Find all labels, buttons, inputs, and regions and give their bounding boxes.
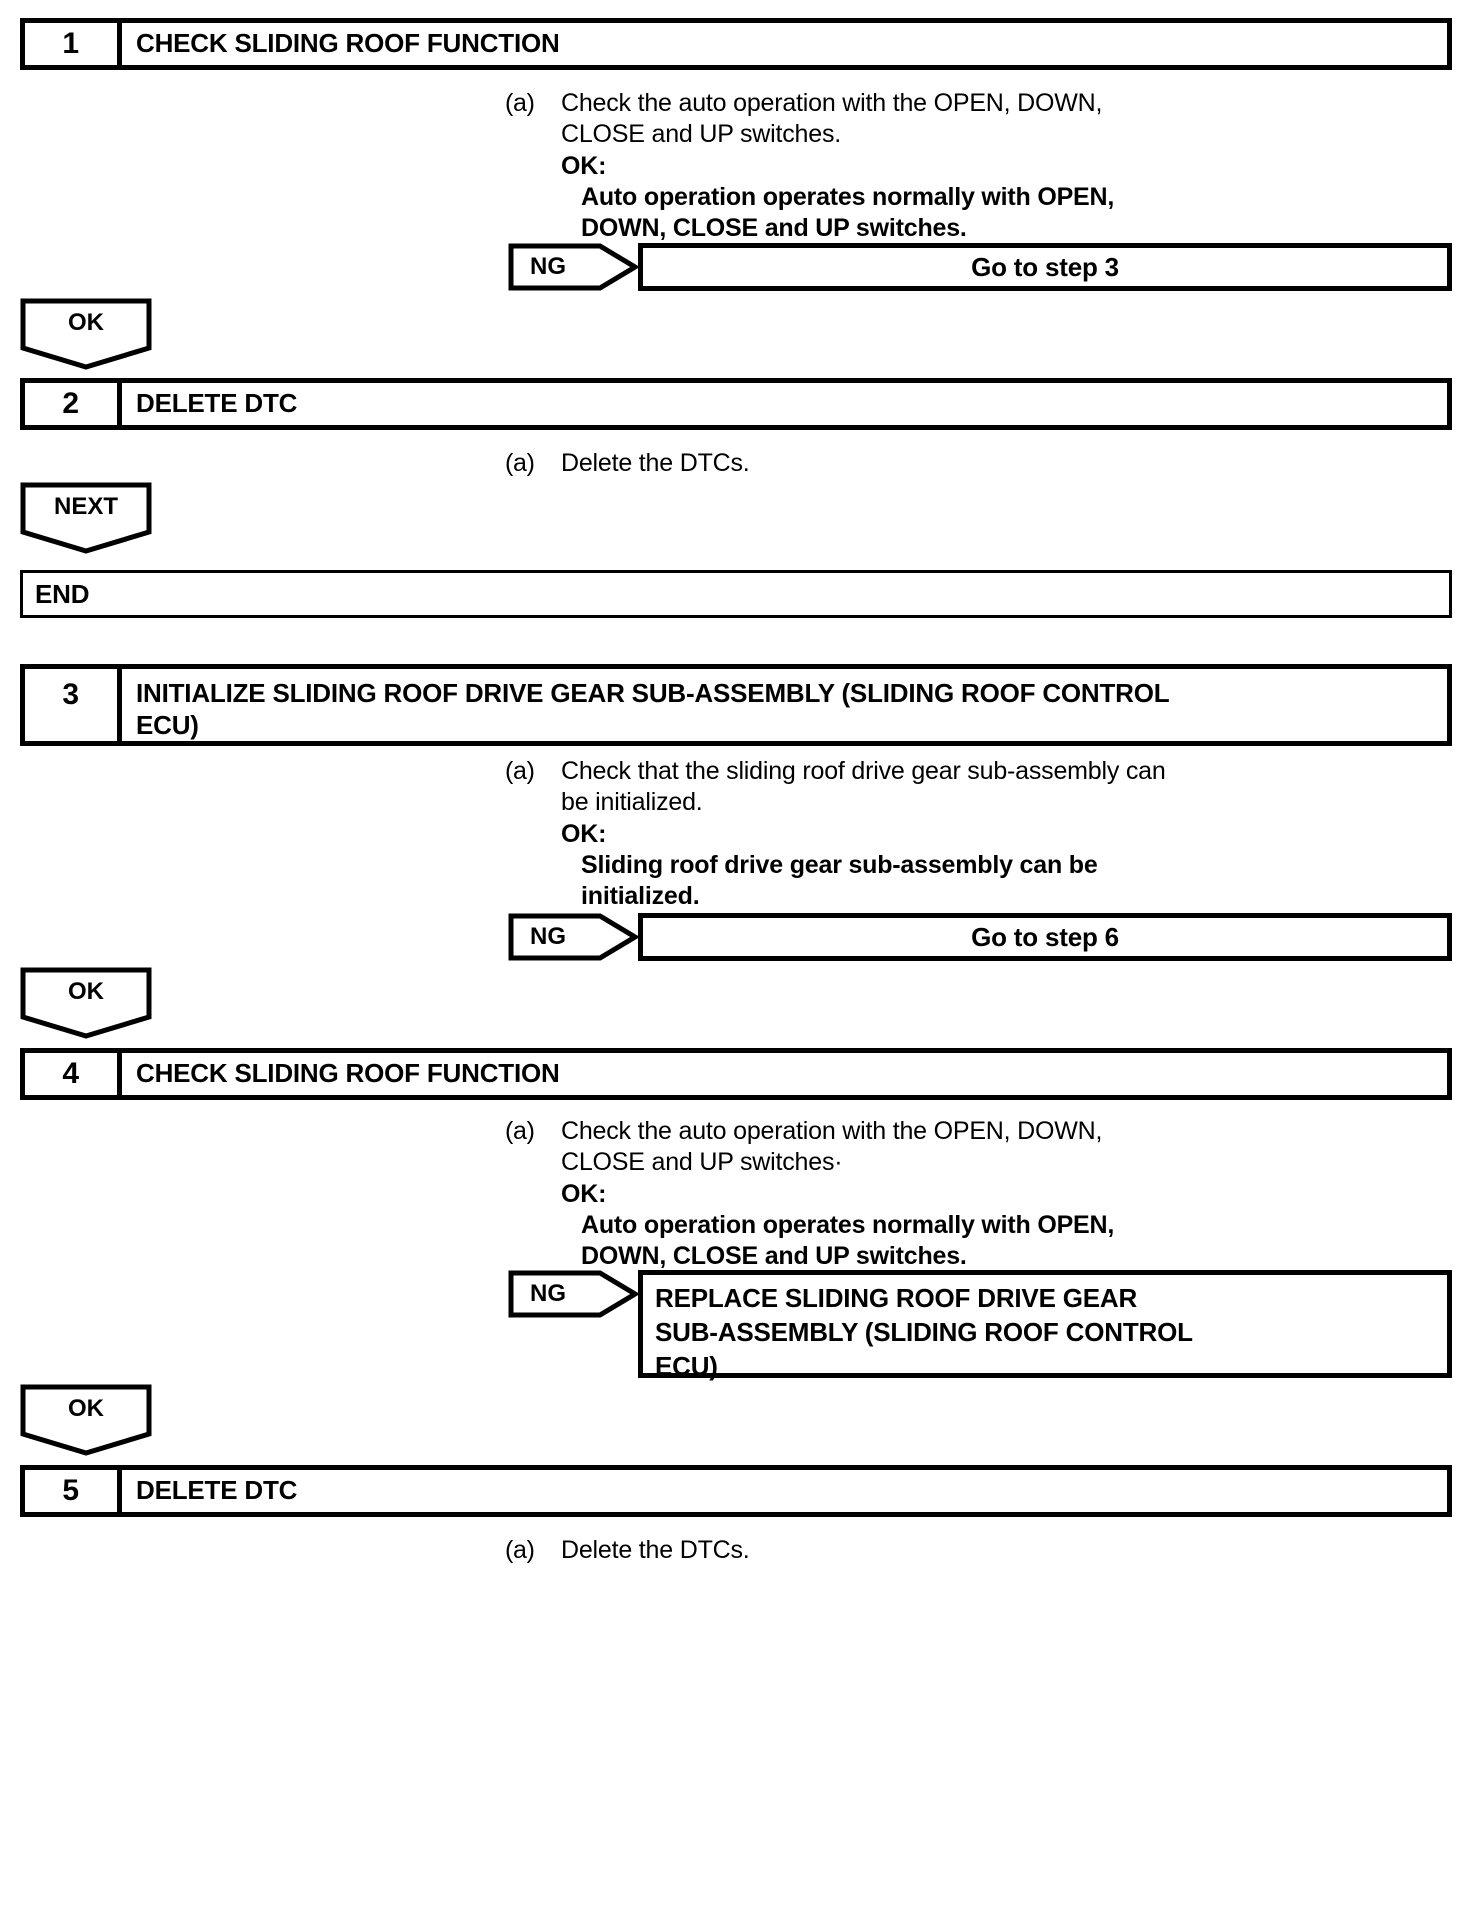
instruction-text-3: Check that the sliding roof drive gear s… — [561, 756, 1205, 912]
ok-detail-3: Sliding roof drive gear sub-assembly can… — [561, 850, 1205, 912]
list-marker: (a) — [505, 449, 535, 477]
step-title-1: CHECK SLIDING ROOF FUNCTION — [136, 28, 560, 59]
instruction-line: Check that the sliding roof drive gear s… — [561, 757, 1166, 785]
instruction-text-2: Delete the DTCs. — [561, 448, 1205, 479]
instruction-line: Delete the DTCs. — [561, 1536, 750, 1564]
ok-detail-line: DOWN, CLOSE and UP switches. — [581, 214, 967, 242]
step-number-5: 5 — [25, 1470, 122, 1512]
list-marker: (a) — [505, 757, 535, 785]
instruction-row-5: (a) Delete the DTCs. — [505, 1535, 1205, 1566]
step-title-line: INITIALIZE SLIDING ROOF DRIVE GEAR SUB-A… — [136, 678, 1170, 708]
connector-label: NEXT — [53, 493, 118, 520]
step-number-value: 3 — [62, 678, 80, 711]
ok-detail-line: Auto operation operates normally with OP… — [581, 1211, 1115, 1239]
ok-heading-4: OK: — [561, 1180, 607, 1208]
ng-result-line: REPLACE SLIDING ROOF DRIVE GEAR — [655, 1283, 1138, 1313]
step-title-2: DELETE DTC — [136, 388, 298, 419]
step-number-3: 3 — [25, 669, 122, 741]
ok-detail-line: Sliding roof drive gear sub-assembly can… — [581, 851, 1098, 879]
list-marker: (a) — [505, 1117, 535, 1145]
step-header-4: 4 CHECK SLIDING ROOF FUNCTION — [20, 1048, 1452, 1100]
list-marker: (a) — [505, 89, 535, 117]
ng-result-line: SUB-ASSEMBLY (SLIDING ROOF CONTROL — [655, 1316, 1193, 1347]
instruction-line: be initialized. — [561, 788, 703, 816]
step-title-4: CHECK SLIDING ROOF FUNCTION — [136, 1058, 560, 1089]
instruction-text-4: Check the auto operation with the OPEN, … — [561, 1116, 1205, 1272]
connector-ok-after-step-4: OK — [20, 1384, 152, 1456]
step-title-5: DELETE DTC — [136, 1475, 298, 1506]
step-body-4: (a) Check the auto operation with the OP… — [505, 1116, 1205, 1272]
ng-result-3[interactable]: Go to step 6 — [638, 913, 1452, 961]
connector-next-after-step-2: NEXT — [20, 482, 152, 554]
ng-tag-4: NG — [508, 1270, 638, 1318]
ok-detail-4: Auto operation operates normally with OP… — [561, 1210, 1205, 1272]
instruction-text-1: Check the auto operation with the OPEN, … — [561, 88, 1205, 244]
step-header-5: 5 DELETE DTC — [20, 1465, 1452, 1517]
step-body-2: (a) Delete the DTCs. — [505, 448, 1205, 479]
ok-detail-line: initialized. — [581, 882, 700, 910]
ng-tag-1: NG — [508, 243, 638, 291]
step-body-1: (a) Check the auto operation with the OP… — [505, 88, 1205, 244]
ng-result-line: ECU) — [655, 1350, 718, 1381]
connector-label: OK — [68, 978, 104, 1005]
step-header-3: 3 INITIALIZE SLIDING ROOF DRIVE GEAR SUB… — [20, 664, 1452, 746]
ng-branch-3: NG Go to step 6 — [508, 913, 1452, 961]
step-title-3: INITIALIZE SLIDING ROOF DRIVE GEAR SUB-A… — [122, 669, 1447, 741]
step-header-1: 1 CHECK SLIDING ROOF FUNCTION — [20, 18, 1452, 70]
ng-branch-1: NG Go to step 3 — [508, 243, 1452, 291]
connector-label: OK — [68, 309, 104, 336]
instruction-line: Check the auto operation with the OPEN, … — [561, 1117, 1103, 1145]
step-body-5: (a) Delete the DTCs. — [505, 1535, 1205, 1566]
connector-label: OK — [68, 1395, 104, 1422]
step-body-3: (a) Check that the sliding roof drive ge… — [505, 756, 1205, 912]
connector-ok-after-step-1: OK — [20, 298, 152, 370]
step-number-2: 2 — [25, 383, 122, 425]
ok-detail-line: Auto operation operates normally with OP… — [581, 183, 1115, 211]
ok-detail-line: DOWN, CLOSE and UP switches. — [581, 1242, 967, 1270]
ng-tag-label: NG — [530, 1280, 566, 1307]
end-bar: END — [20, 570, 1452, 618]
list-marker: (a) — [505, 1536, 535, 1564]
connector-ok-after-step-3: OK — [20, 967, 152, 1039]
ng-tag-label: NG — [530, 923, 566, 950]
instruction-row-3: (a) Check that the sliding roof drive ge… — [505, 756, 1205, 912]
ok-heading-3: OK: — [561, 820, 607, 848]
ng-branch-4: NG REPLACE SLIDING ROOF DRIVE GEAR SUB-A… — [508, 1270, 1452, 1381]
step-number-1: 1 — [25, 23, 122, 65]
instruction-line: CLOSE and UP switches· — [561, 1148, 843, 1176]
ng-result-line: Go to step 6 — [971, 921, 1119, 952]
ng-result-1[interactable]: Go to step 3 — [638, 243, 1452, 291]
instruction-line: Check the auto operation with the OPEN, … — [561, 89, 1103, 117]
ng-tag-label: NG — [530, 253, 566, 280]
instruction-text-5: Delete the DTCs. — [561, 1535, 1205, 1566]
ok-heading-1: OK: — [561, 152, 607, 180]
instruction-line: CLOSE and UP switches. — [561, 120, 841, 148]
ng-tag-3: NG — [508, 913, 638, 961]
step-header-2: 2 DELETE DTC — [20, 378, 1452, 430]
ng-result-4[interactable]: REPLACE SLIDING ROOF DRIVE GEAR SUB-ASSE… — [638, 1270, 1452, 1381]
instruction-line: Delete the DTCs. — [561, 449, 750, 477]
instruction-row-1: (a) Check the auto operation with the OP… — [505, 88, 1205, 244]
instruction-row-2: (a) Delete the DTCs. — [505, 448, 1205, 479]
instruction-row-4: (a) Check the auto operation with the OP… — [505, 1116, 1205, 1272]
step-title-line: ECU) — [136, 709, 199, 740]
end-label: END — [35, 578, 90, 609]
step-number-4: 4 — [25, 1053, 122, 1095]
ng-result-line: Go to step 3 — [971, 251, 1119, 282]
ok-detail-1: Auto operation operates normally with OP… — [561, 182, 1205, 244]
